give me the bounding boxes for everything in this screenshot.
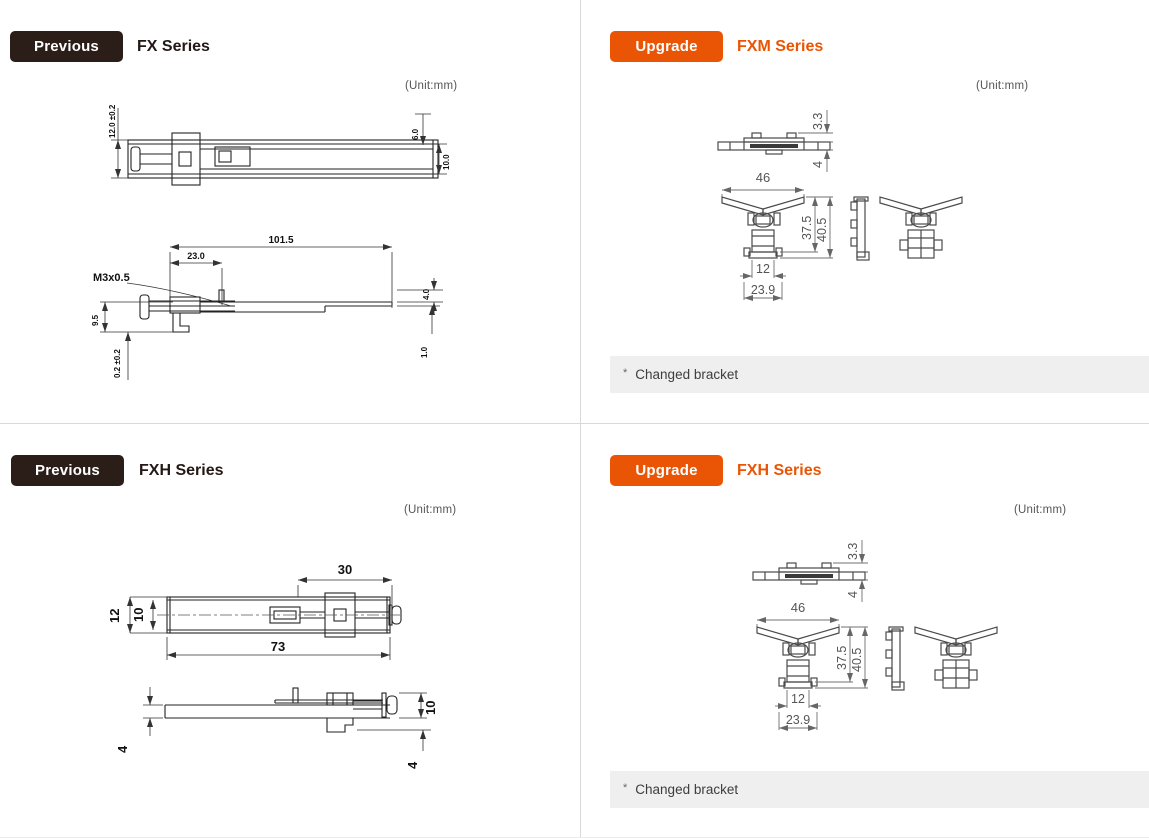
- dim-fxh-up-height-b: 40.5: [850, 648, 864, 672]
- dim-fxh-up-plate-thickness: 4: [846, 591, 860, 598]
- dim-fxm-height-b: 40.5: [815, 218, 829, 242]
- dim-fxh-bracket-depth: 4: [405, 761, 420, 769]
- dim-fx-side-height: 9.5: [91, 314, 100, 326]
- dim-fxm-tab-height: 3.3: [811, 113, 825, 130]
- dim-fxm-foot-width: 12: [756, 262, 770, 276]
- upgrade-badge: Upgrade: [610, 31, 723, 62]
- changed-bracket-note: * Changed bracket: [610, 771, 1149, 808]
- dim-fxh-up-height-a: 37.5: [835, 646, 849, 670]
- dim-fxm-width: 46: [756, 170, 770, 185]
- fxm-flat-view: 3.3 4: [717, 110, 833, 172]
- panel-title: FXM Series: [737, 38, 824, 55]
- dim-fx-offset: 23.0: [187, 251, 205, 261]
- asterisk-marker: *: [623, 366, 628, 379]
- dim-fx-length: 101.5: [268, 235, 293, 246]
- fxh-plan-view: 30: [107, 562, 403, 660]
- dim-fx-end-a: 6.0: [411, 128, 420, 140]
- unit-label: (Unit:mm): [404, 504, 457, 516]
- fxh-dimension-drawing: 30: [107, 562, 438, 769]
- dim-fx-thread: M3x0.5: [93, 272, 130, 284]
- horizontal-divider: [0, 423, 1149, 424]
- dim-fx-tolerance: 0.2 ±0.2: [113, 349, 122, 378]
- dim-fxh-carriage: 30: [338, 562, 352, 577]
- previous-badge: Previous: [10, 31, 123, 62]
- dim-fx-end-b: 10.0: [442, 154, 451, 170]
- dim-fxm-base-width: 23.9: [751, 283, 775, 297]
- panel-fx-previous: Previous FX Series (Unit:mm): [0, 0, 580, 423]
- dim-fxh-height: 12: [107, 609, 122, 623]
- dim-fxh-up-foot-width: 12: [791, 692, 805, 706]
- dim-fxh-inner-height: 10: [131, 608, 146, 622]
- dim-fxm-plate-thickness: 4: [811, 161, 825, 168]
- fxm-side-profile: [850, 196, 870, 261]
- note-text: Changed bracket: [635, 367, 739, 382]
- dim-fxm-height-a: 37.5: [800, 216, 814, 240]
- fxh-up-flat-view: 3.3 4: [752, 540, 868, 602]
- panel-title: FXH Series: [737, 462, 822, 479]
- asterisk-marker: *: [623, 781, 628, 794]
- dim-fx-tip-a: 4.0: [422, 288, 431, 300]
- fxh-upgrade-dimension-drawing: 3.3 4 46: [752, 540, 998, 731]
- upgrade-badge: Upgrade: [610, 455, 723, 486]
- fx-side-view: 101.5 23.0 M3x0.5 9.5 0.2 ±0.2 4.0 1.0: [91, 235, 443, 380]
- dim-fx-height: 12.0 ±0.2: [108, 104, 117, 138]
- panel-title: FX Series: [137, 38, 210, 55]
- unit-label: (Unit:mm): [976, 80, 1029, 92]
- fxh-up-front-view: 46: [756, 600, 868, 731]
- dim-fxh-up-width: 46: [791, 600, 805, 615]
- fxh-up-side-profile: [885, 626, 905, 691]
- note-text: Changed bracket: [635, 782, 739, 797]
- unit-label: (Unit:mm): [1014, 504, 1067, 516]
- dim-fx-tip-b: 1.0: [420, 346, 429, 358]
- fxm-front-view-2: [879, 196, 963, 259]
- panel-fxh-upgrade: Upgrade FXH Series (Unit:mm): [581, 424, 1149, 838]
- dim-fxh-plate-thickness: 4: [115, 745, 130, 753]
- dim-fxh-up-tab-height: 3.3: [846, 543, 860, 560]
- dim-fxh-length: 73: [271, 639, 285, 654]
- dim-fxh-screw-height: 10: [423, 701, 438, 715]
- changed-bracket-note: * Changed bracket: [610, 356, 1149, 393]
- fxh-side-view: 4 10 4: [115, 687, 438, 769]
- unit-label: (Unit:mm): [405, 80, 458, 92]
- fxm-front-view: 46: [721, 170, 833, 301]
- vertical-divider: [580, 0, 581, 838]
- panel-fxm-upgrade: Upgrade FXM Series (Unit:mm): [581, 0, 1149, 423]
- fx-plan-view: 12.0 ±0.2 6.0 10.0: [108, 104, 451, 186]
- fx-dimension-drawing: 12.0 ±0.2 6.0 10.0: [91, 104, 451, 380]
- panel-title: FXH Series: [139, 462, 224, 479]
- previous-badge: Previous: [11, 455, 124, 486]
- fxm-dimension-drawing: 3.3 4 46: [717, 110, 963, 301]
- fxh-up-front-view-2: [914, 626, 998, 689]
- dim-fxh-up-base-width: 23.9: [786, 713, 810, 727]
- panel-fxh-previous: Previous FXH Series (Unit:mm) 30: [0, 424, 580, 838]
